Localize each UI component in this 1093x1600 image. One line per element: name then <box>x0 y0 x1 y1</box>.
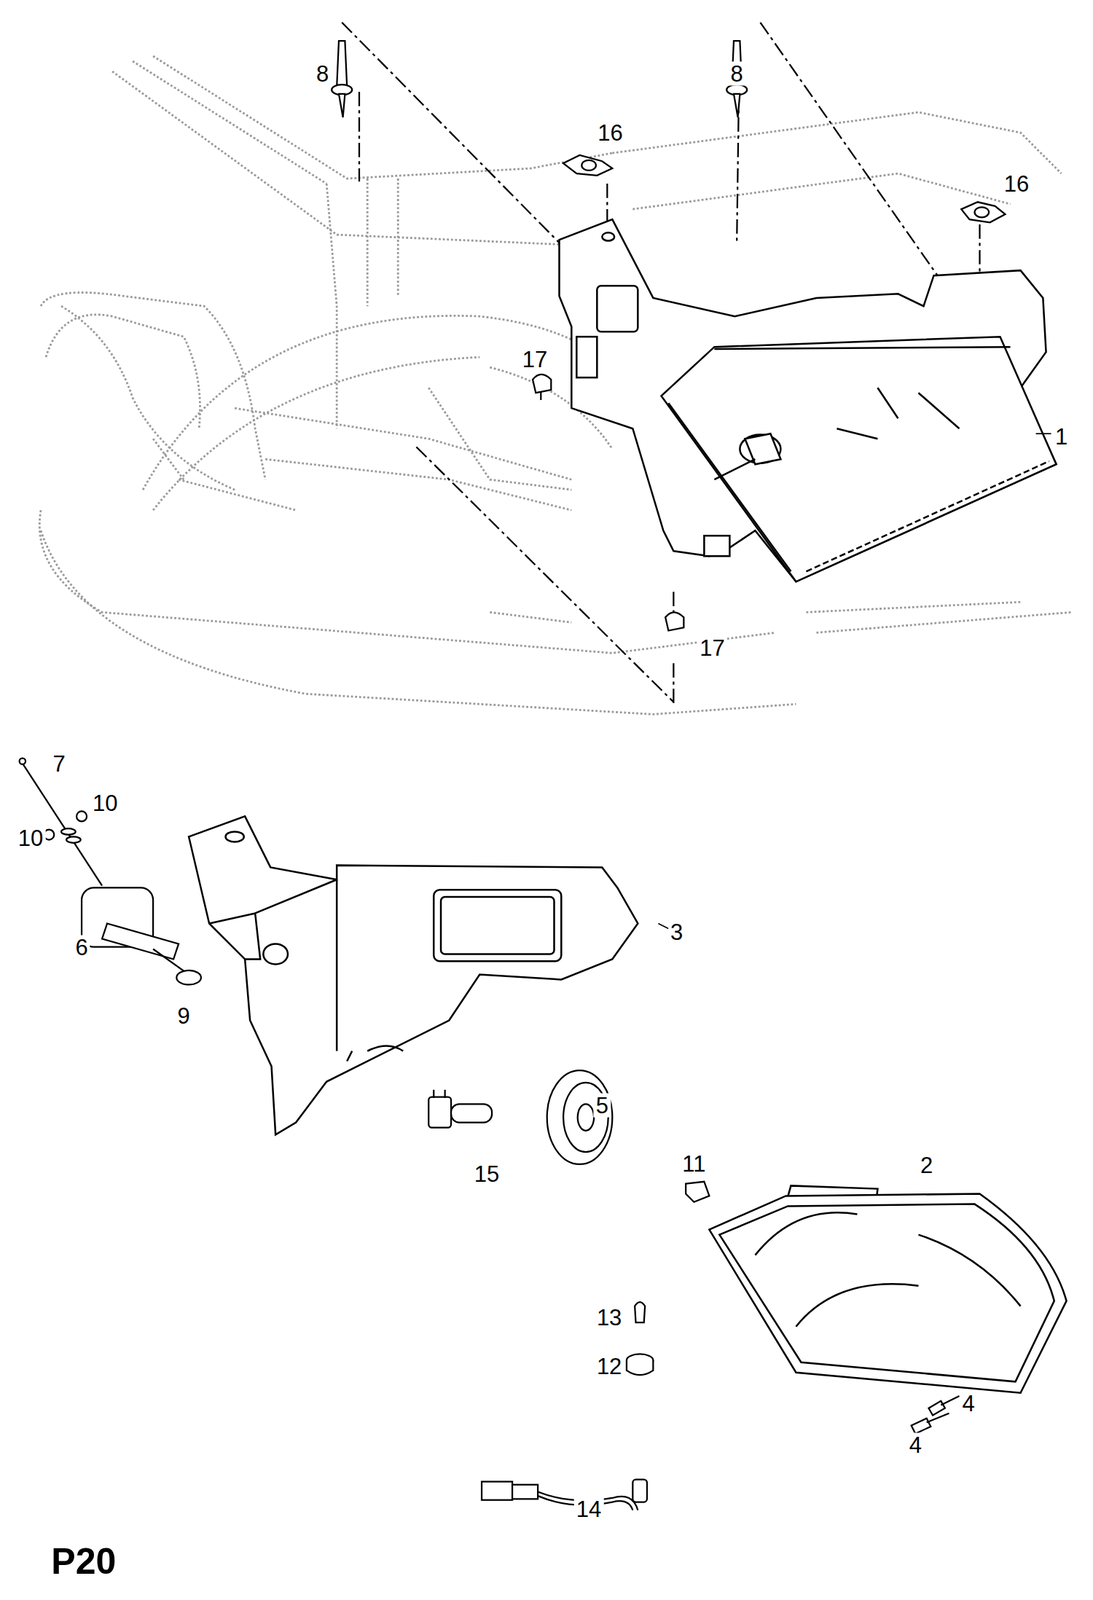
callout-number: 4 <box>960 1391 978 1416</box>
bulb-and-cap <box>428 1070 613 1165</box>
callout-number: 10 <box>90 791 120 816</box>
motor-and-rod <box>19 758 202 986</box>
callout-number: 12 <box>594 1354 624 1379</box>
callout-number: 14 <box>574 1497 604 1522</box>
callout-number: 1 <box>1052 424 1070 449</box>
callout-number: 4 <box>907 1433 924 1458</box>
headlamp-assembly <box>559 219 1057 582</box>
page-code: P20 <box>51 1543 116 1580</box>
fasteners-top <box>331 40 1005 631</box>
callout-number: 5 <box>593 1093 611 1118</box>
car-body <box>39 56 1072 715</box>
callout-number: 16 <box>595 120 625 146</box>
callout-number: 17 <box>697 636 727 661</box>
callout-number: 13 <box>594 1305 624 1330</box>
callout-number: 6 <box>72 934 90 959</box>
callout-number: 15 <box>472 1161 502 1186</box>
callout-number: 16 <box>1001 171 1032 197</box>
callout-number: 11 <box>679 1151 708 1176</box>
callout-number: 9 <box>174 1003 192 1028</box>
callout-number: 2 <box>918 1153 935 1178</box>
callout-number: 17 <box>520 346 550 371</box>
leader-lines <box>657 433 1051 929</box>
callout-number: 10 <box>16 825 46 850</box>
callout-number: 8 <box>314 61 331 86</box>
lens-2 <box>708 1185 1067 1393</box>
callout-number: 7 <box>51 751 68 776</box>
callout-number: 3 <box>668 919 685 944</box>
callout-number: 8 <box>728 61 746 86</box>
small-parts <box>481 1181 959 1511</box>
